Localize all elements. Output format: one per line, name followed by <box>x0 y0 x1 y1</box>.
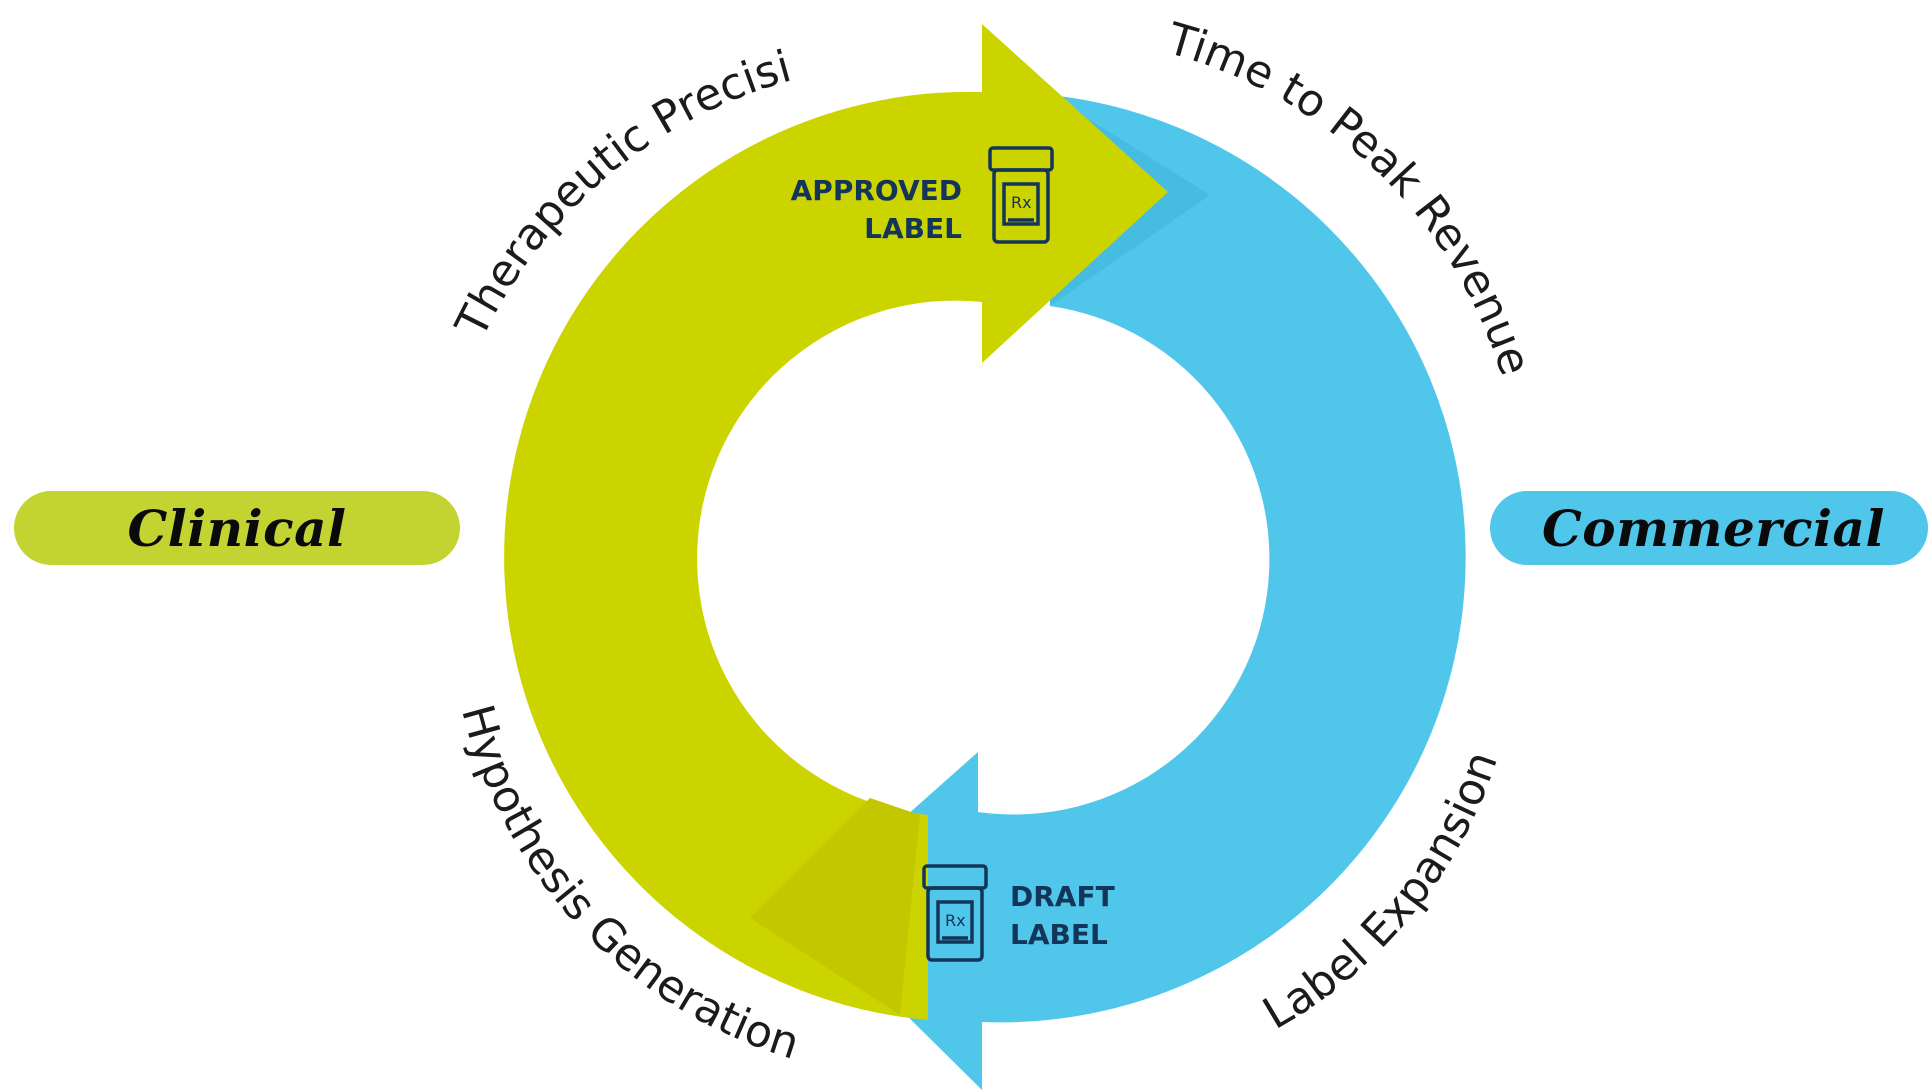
svg-text:Rx: Rx <box>1011 193 1032 212</box>
commercial-label: Commercial <box>1542 498 1885 558</box>
svg-text:Rx: Rx <box>945 911 966 930</box>
approved-label-line1: APPROVED <box>791 174 962 207</box>
commercial-pill: Commercial <box>1490 491 1928 565</box>
approved-label-line2: LABEL <box>864 212 962 245</box>
clinical-label: Clinical <box>127 498 347 558</box>
clinical-arc <box>504 24 1169 1020</box>
rx-bottle-icon: Rx <box>922 864 988 962</box>
draft-label-line2: LABEL <box>1010 918 1108 951</box>
commercial-arc <box>800 95 1466 1090</box>
arc-shadow-bottom <box>750 798 920 1015</box>
rx-bottle-icon: Rx <box>988 146 1054 244</box>
clinical-pill: Clinical <box>14 491 460 565</box>
draft-label-line1: DRAFT <box>1010 880 1115 913</box>
